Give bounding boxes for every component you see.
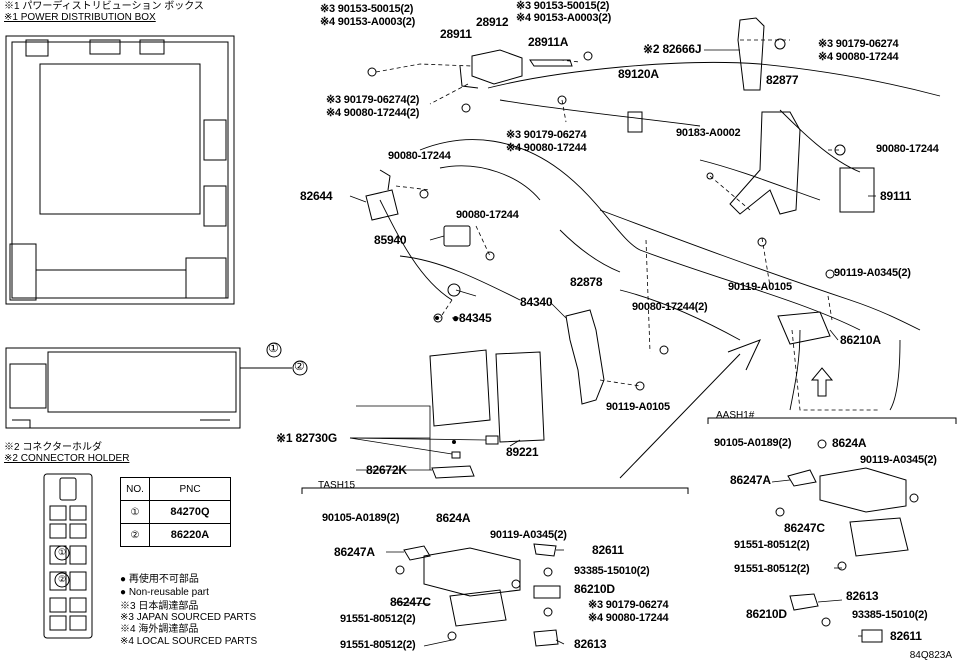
part-label: 89120A bbox=[618, 67, 659, 81]
part-label: 91551-80512(2) bbox=[734, 539, 810, 551]
callout-1: ① bbox=[268, 341, 279, 355]
note-connector-holder-en: ※2 CONNECTOR HOLDER bbox=[4, 453, 130, 464]
part-label: ●84345 bbox=[452, 311, 492, 325]
holder-marker-1: ① bbox=[58, 547, 67, 557]
part-label: 82611 bbox=[592, 543, 624, 557]
part-label: 86247A bbox=[730, 473, 771, 487]
holder-marker-2: ② bbox=[58, 574, 67, 584]
part-label: 84340 bbox=[520, 295, 553, 309]
table-row: ② 86220A bbox=[120, 523, 231, 547]
instrument-panel-outline bbox=[379, 61, 941, 411]
part-label: ※1 82730G bbox=[276, 431, 337, 445]
note-power-distribution-jp: ※1 パワーディストリビューション ボックス bbox=[4, 1, 204, 12]
legend-non-reusable-en: ● Non-reusable part bbox=[120, 587, 209, 598]
legend-japan-jp: ※3 日本調達部品 bbox=[120, 601, 199, 612]
part-label: 86247A bbox=[334, 545, 375, 559]
power-distribution-box-drawing bbox=[5, 35, 235, 305]
power-distribution-box-side-drawing bbox=[5, 347, 241, 429]
pnc-table: NO. PNC ① 84270Q ② 86220A bbox=[120, 477, 231, 547]
part-label: 86247C bbox=[390, 595, 431, 609]
pnc-table-header: NO. PNC bbox=[120, 477, 231, 501]
part-label: 89111 bbox=[880, 189, 912, 203]
pnc-header-pnc: PNC bbox=[149, 477, 231, 501]
part-label: ※4 90080-17244 bbox=[506, 142, 587, 154]
part-label: 90119-A0345(2) bbox=[490, 529, 567, 541]
part-label: 90080-17244 bbox=[388, 150, 451, 162]
note-connector-holder-jp: ※2 コネクターホルダ bbox=[4, 442, 102, 453]
legend-local-jp: ※4 海外調達部品 bbox=[120, 624, 199, 635]
part-label: 86210D bbox=[574, 582, 615, 596]
callout-2: ② bbox=[294, 359, 305, 373]
part-label: 8624A bbox=[436, 511, 471, 525]
table-row: ① 84270Q bbox=[120, 500, 231, 524]
part-label: ※4 90080-17244 bbox=[588, 612, 669, 624]
part-label: ※3 90153-50015(2) bbox=[320, 3, 414, 15]
part-label: ※3 90179-06274 bbox=[588, 599, 669, 611]
part-label: 28912 bbox=[476, 15, 509, 29]
part-label: 90105-A0189(2) bbox=[322, 512, 400, 524]
legend-local-en: ※4 LOCAL SOURCED PARTS bbox=[120, 636, 258, 647]
part-label: ※2 82666J bbox=[643, 42, 702, 56]
part-label: 90080-17244(2) bbox=[632, 301, 708, 313]
part-label: 91551-80512(2) bbox=[340, 613, 416, 625]
part-label: ※3 90179-06274 bbox=[818, 38, 899, 50]
figure-code: 84Q823A bbox=[909, 650, 952, 661]
part-label: 86210D bbox=[746, 607, 787, 621]
part-label: 93385-15010(2) bbox=[852, 609, 928, 621]
part-label: 89221 bbox=[506, 445, 539, 459]
part-label: ※3 90179-06274(2) bbox=[326, 94, 420, 106]
part-label: 90119-A0345(2) bbox=[834, 267, 911, 279]
part-label: ※3 90179-06274 bbox=[506, 129, 587, 141]
part-label: 82613 bbox=[574, 637, 607, 651]
part-label: 85940 bbox=[374, 233, 407, 247]
part-label: 91551-80512(2) bbox=[340, 639, 416, 651]
part-label: ※4 90080-17244 bbox=[818, 51, 899, 63]
part-label: 90119-A0345(2) bbox=[860, 454, 937, 466]
part-label: ※3 90153-50015(2) bbox=[516, 0, 610, 12]
part-label: ※4 90153-A0003(2) bbox=[516, 12, 612, 24]
part-label: 91551-80512(2) bbox=[734, 563, 810, 575]
part-label: 90119-A0105 bbox=[606, 401, 670, 413]
legend-non-reusable-jp: ● 再使用不可部品 bbox=[120, 574, 199, 585]
part-label: 86247C bbox=[784, 521, 825, 535]
pnc-row-no: ① bbox=[120, 500, 150, 524]
pnc-row-code: 84270Q bbox=[149, 500, 231, 524]
section-tash15: TASH15 bbox=[318, 480, 356, 491]
part-label: 82644 bbox=[300, 189, 333, 203]
part-label: 82613 bbox=[846, 589, 879, 603]
pnc-row-code: 86220A bbox=[149, 523, 231, 547]
part-label: 90105-A0189(2) bbox=[714, 437, 792, 449]
part-label: 90080-17244 bbox=[456, 209, 519, 221]
pnc-header-no: NO. bbox=[120, 477, 150, 501]
pnc-row-no: ② bbox=[120, 523, 150, 547]
note-power-distribution-en: ※1 POWER DISTRIBUTION BOX bbox=[4, 12, 156, 23]
part-label: 90119-A0105 bbox=[728, 281, 792, 293]
part-shapes bbox=[365, 17, 919, 647]
part-label: 86210A bbox=[840, 333, 881, 347]
part-label: 28911 bbox=[440, 27, 472, 41]
part-label: ※4 90080-17244(2) bbox=[326, 107, 420, 119]
part-label: 82878 bbox=[570, 275, 603, 289]
part-label: 28911A bbox=[528, 35, 569, 49]
part-label: 93385-15010(2) bbox=[574, 565, 650, 577]
part-label: 8624A bbox=[832, 436, 867, 450]
legend-japan-en: ※3 JAPAN SOURCED PARTS bbox=[120, 612, 257, 623]
part-label: 82877 bbox=[766, 73, 799, 87]
part-label: 82611 bbox=[890, 629, 922, 643]
section-aash1: AASH1# bbox=[716, 410, 755, 421]
part-label: 90183-A0002 bbox=[676, 127, 741, 139]
part-label: ※4 90153-A0003(2) bbox=[320, 16, 416, 28]
part-label: 90080-17244 bbox=[876, 143, 939, 155]
part-label: 82672K bbox=[366, 463, 407, 477]
connector-holder-drawing bbox=[43, 473, 93, 639]
